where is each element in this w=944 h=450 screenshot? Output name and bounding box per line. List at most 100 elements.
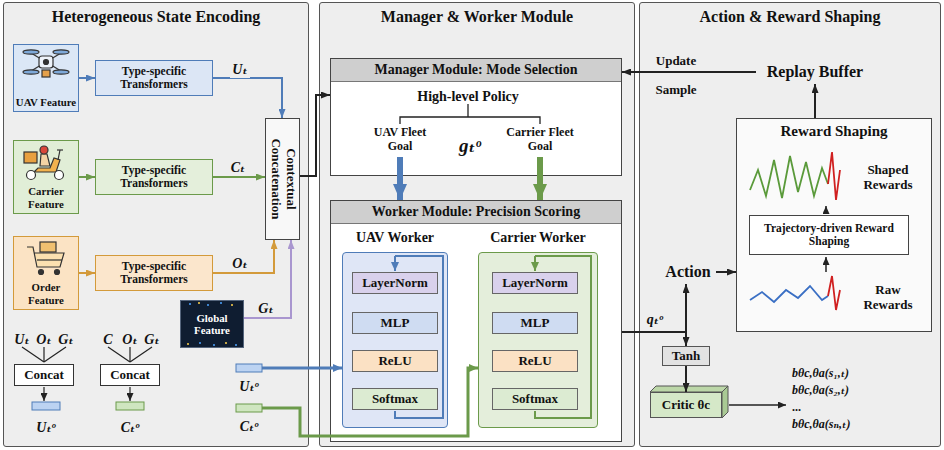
label-text: gₜᵒ xyxy=(459,135,481,157)
scooter-icon-part xyxy=(55,171,64,180)
section-header: Worker Module: Precision Scoring xyxy=(331,201,621,224)
module-box: Worker Module: Precision ScoringUAV Work… xyxy=(330,200,622,442)
residual-loop xyxy=(394,256,396,271)
label-holder: Raw Rewards xyxy=(857,283,919,313)
process-box: ReLU xyxy=(352,350,438,372)
label-holder: Uₜ xyxy=(14,330,29,348)
embedding-bar xyxy=(32,402,60,410)
cart-icon-part xyxy=(40,242,56,252)
connector xyxy=(300,95,330,176)
label-holder: Cₜᵒ xyxy=(240,417,259,435)
process-box: ReLU xyxy=(492,350,578,372)
drone-icon-part xyxy=(53,70,69,74)
raw-chart xyxy=(750,286,828,302)
concat-fan-part xyxy=(44,347,66,362)
label-holder: Oₜ xyxy=(122,330,137,348)
cart-icon-part xyxy=(37,259,62,260)
connector xyxy=(622,332,686,346)
label-text: Gₜ xyxy=(144,332,159,348)
drone-icon-part xyxy=(39,56,53,68)
connector xyxy=(213,78,282,118)
label-text: UAV Fleet Goal xyxy=(364,126,436,154)
node-text: Concat xyxy=(110,368,150,383)
label-text: bθc,θa(sₙ,ₜ) xyxy=(792,418,850,432)
connector xyxy=(213,176,265,178)
cart-icon xyxy=(27,242,64,275)
process-box: MLP xyxy=(352,312,438,334)
connector xyxy=(79,272,95,274)
connector xyxy=(397,176,403,200)
node-text: Order Feature xyxy=(14,281,78,306)
node-text: LayerNorm xyxy=(502,276,568,291)
panel-title: Heterogeneous State Encoding xyxy=(4,3,308,26)
node-text: Softmax xyxy=(372,392,418,407)
input-wire xyxy=(262,368,478,436)
residual-loop xyxy=(395,256,443,418)
scooter-icon-part xyxy=(57,149,63,150)
module-box: Manager Module: Mode Selection xyxy=(330,58,622,176)
node-text: MLP xyxy=(381,316,410,331)
node-text: Type-specific Transformers xyxy=(96,164,212,190)
label-text: bθc,θa(s₁,ₜ) xyxy=(792,367,849,381)
residual-loop xyxy=(535,256,591,418)
panel-title: Action & Reward Shaping xyxy=(640,3,940,26)
label-holder: Gₜ xyxy=(256,299,275,317)
section-header: Manager Module: Mode Selection xyxy=(331,59,621,82)
label-text: Update xyxy=(656,54,696,69)
process-box: Softmax xyxy=(492,388,578,410)
text-node: Replay Buffer xyxy=(756,60,874,84)
cart-icon-part xyxy=(39,270,44,275)
node-text: Carrier Worker xyxy=(479,230,597,246)
process-box: Type-specific Transformers xyxy=(95,255,213,291)
feature-box: UAV Feature xyxy=(13,44,79,112)
text-node: Action xyxy=(660,260,716,284)
goal-stub xyxy=(537,157,543,177)
input-wire xyxy=(262,367,342,370)
feature-box: Carrier Feature xyxy=(13,140,79,214)
map-dots-part xyxy=(225,342,227,344)
concat-box: Contextual Concatenation xyxy=(265,118,300,240)
label-text: Uₜᵒ xyxy=(36,420,55,436)
module-panel: Heterogeneous State EncodingUAV FeatureT… xyxy=(3,2,309,447)
label-holder: C xyxy=(103,330,112,348)
process-box: Trajectory-driven Reward Shaping xyxy=(749,215,909,255)
drone-icon-part xyxy=(42,70,50,77)
process-box: Tanh xyxy=(662,346,710,366)
flow-arrow xyxy=(825,206,827,214)
raw-chart xyxy=(828,276,840,310)
node-text: Reward Shaping xyxy=(737,119,931,140)
concat-fan-part xyxy=(129,387,130,401)
critic-box-side xyxy=(722,386,728,418)
node-text: Softmax xyxy=(512,392,558,407)
map-dots-part xyxy=(231,304,233,306)
flow-arrow xyxy=(729,404,786,406)
node-text: Critic θc xyxy=(662,398,710,413)
map-dots-part xyxy=(213,344,215,346)
label-holder: Oₜ xyxy=(230,254,249,272)
worker-box: UAV WorkerLayerNormMLPReLUSoftmax xyxy=(342,252,448,428)
node-text: Carrier Feature xyxy=(14,185,78,210)
node-text: Trajectory-driven Reward Shaping xyxy=(750,222,908,248)
scooter-icon-part xyxy=(58,150,60,160)
flow-arrow xyxy=(825,257,827,272)
label-holder: Cₜᵒ xyxy=(121,418,140,436)
connector xyxy=(814,84,816,118)
label-text: Uₜᵒ xyxy=(239,379,258,395)
process-box: Concat xyxy=(100,364,160,386)
panel-title: Manager & Worker Module xyxy=(320,3,634,26)
map-dots-part xyxy=(198,302,200,304)
process-box: LayerNorm xyxy=(492,272,578,294)
edge-label: Uₜ xyxy=(230,62,249,78)
concat-fan xyxy=(22,347,152,401)
process-box: MLP xyxy=(492,312,578,334)
label-holder: Uₜ xyxy=(230,60,249,78)
connector xyxy=(213,240,274,273)
label-holder: gₜᵒ xyxy=(459,135,481,157)
drone-icon-part xyxy=(31,53,61,71)
label-holder: High-level Policy xyxy=(417,87,518,105)
drone-icon xyxy=(23,50,69,77)
scooter-icon xyxy=(24,146,64,180)
connector xyxy=(685,366,687,392)
